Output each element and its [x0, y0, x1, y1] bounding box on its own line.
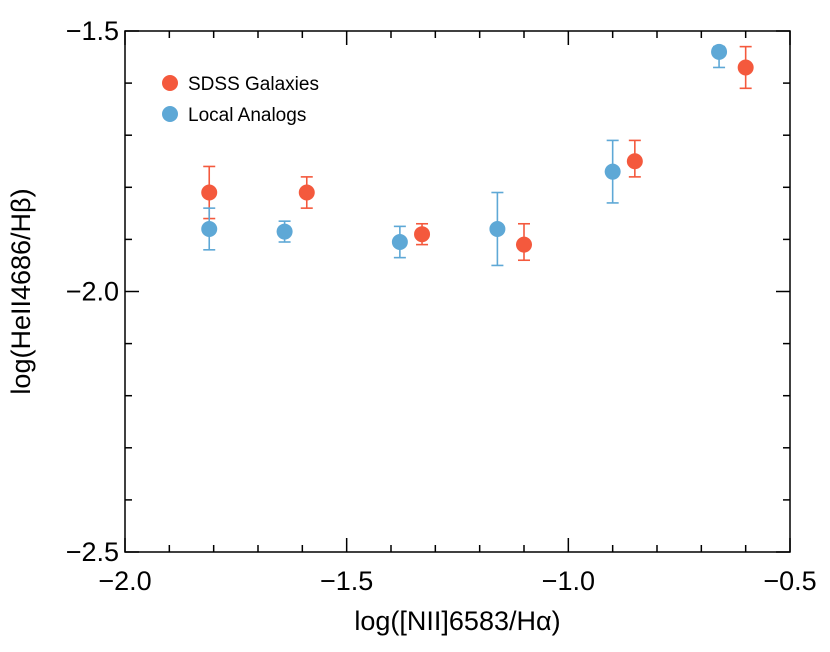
x-tick-label: −1.5: [320, 566, 373, 596]
data-point: [298, 184, 315, 201]
data-point: [414, 226, 431, 243]
plot-frame: [124, 30, 791, 553]
x-tick-label: −0.5: [763, 566, 816, 596]
x-tick-label: −1.0: [542, 566, 595, 596]
x-axis-label: log([NII]6583/Hα): [354, 606, 560, 636]
legend: SDSS Galaxies Local Analogs: [162, 74, 319, 126]
y-tick-label: −2.0: [66, 277, 119, 307]
series-1: [201, 43, 728, 267]
data-point: [201, 184, 218, 201]
data-point: [391, 234, 408, 251]
data-point: [201, 220, 218, 237]
y-axis-label: log(HeII4686/Hβ): [6, 188, 36, 394]
series-0: [201, 45, 754, 262]
legend-label-sdss-galaxies: SDSS Galaxies: [188, 74, 319, 95]
data-point: [604, 163, 621, 180]
data-point: [737, 59, 754, 76]
y-tick-labels: −2.5 −2.0 −1.5: [66, 16, 119, 567]
x-tick-labels: −2.0 −1.5 −1.0 −0.5: [98, 566, 816, 596]
legend-label-local-analogs: Local Analogs: [188, 105, 306, 126]
series-layer: [201, 43, 754, 267]
data-point: [489, 220, 506, 237]
x-tick-label: −2.0: [98, 566, 151, 596]
y-tick-label: −2.5: [66, 537, 119, 567]
data-point: [516, 236, 532, 253]
data-point: [626, 153, 643, 170]
minor-ticks: [125, 31, 790, 552]
legend-marker-local-analogs: [162, 106, 178, 122]
data-point: [711, 43, 728, 60]
data-point: [276, 223, 293, 240]
legend-marker-sdss-galaxies: [162, 75, 178, 91]
y-tick-label: −1.5: [66, 16, 119, 46]
